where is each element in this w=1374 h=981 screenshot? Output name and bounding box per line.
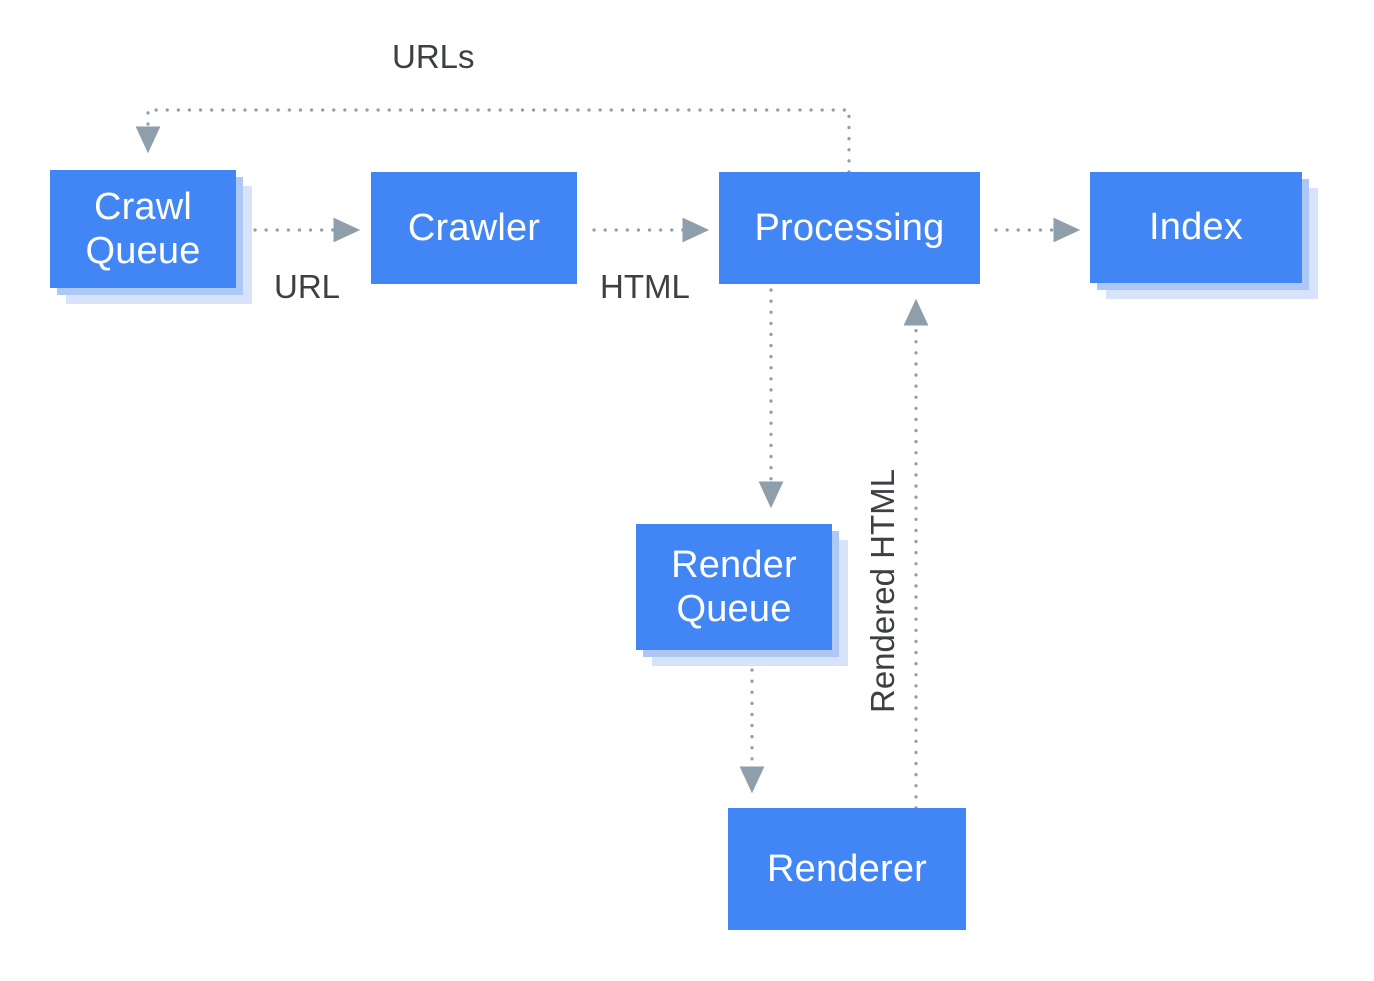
edge-label-urls: URLs	[392, 38, 475, 75]
node-index[interactable]: Index	[1090, 172, 1318, 299]
node-label-render-queue: Render Queue	[671, 543, 797, 630]
renderer-face: Renderer	[728, 808, 966, 930]
node-crawl-queue[interactable]: Crawl Queue	[50, 170, 252, 304]
index-face: Index	[1090, 172, 1302, 283]
crawl-queue-face: Crawl Queue	[50, 170, 236, 288]
edge-urls-path	[135, 108, 851, 174]
processing-face: Processing	[719, 172, 980, 284]
node-label-crawler: Crawler	[407, 206, 541, 249]
node-label-renderer: Renderer	[766, 847, 928, 890]
node-label-index: Index	[1149, 206, 1243, 249]
crawler-face: Crawler	[371, 172, 577, 284]
edge-label-html: HTML	[600, 268, 690, 305]
node-label-crawl-queue: Crawl Queue	[85, 185, 201, 272]
node-renderer[interactable]: Renderer	[728, 808, 966, 930]
node-processing[interactable]: Processing	[719, 172, 980, 284]
edge-label-url: URL	[274, 268, 341, 305]
edge-label-rendered-html: Rendered HTML	[864, 469, 901, 713]
node-label-processing: Processing	[754, 206, 945, 249]
node-crawler[interactable]: Crawler	[371, 172, 577, 284]
render-queue-face: Render Queue	[636, 524, 832, 650]
node-render-queue[interactable]: Render Queue	[636, 524, 848, 666]
